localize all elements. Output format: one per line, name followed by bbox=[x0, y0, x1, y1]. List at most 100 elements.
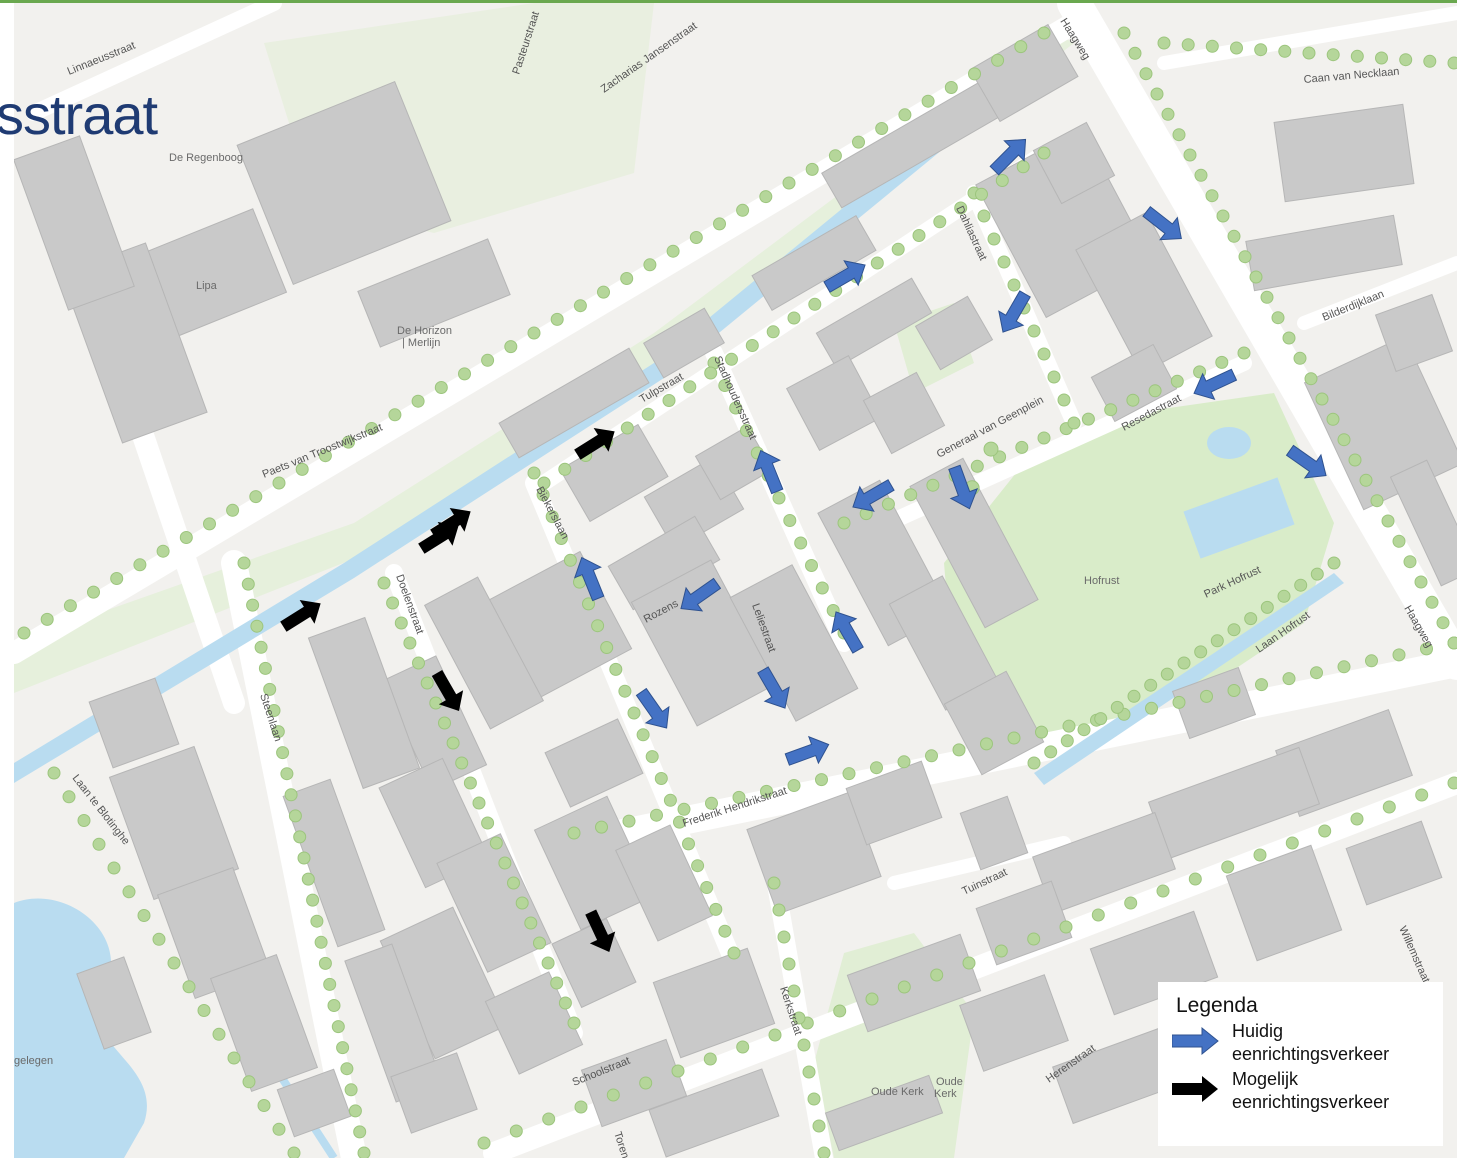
building-block bbox=[209, 954, 319, 1092]
tree-symbol bbox=[1156, 884, 1170, 898]
tree-symbol bbox=[340, 1062, 354, 1076]
building-block bbox=[943, 670, 1045, 776]
arrow-current-oneway bbox=[998, 290, 1031, 333]
tree-symbol bbox=[782, 176, 796, 190]
tree-symbol bbox=[1007, 278, 1021, 292]
tree-symbol bbox=[542, 1112, 556, 1126]
tree-symbol bbox=[1037, 146, 1051, 160]
building-block bbox=[975, 880, 1073, 966]
tree-symbol bbox=[926, 478, 940, 492]
tree-symbol bbox=[1037, 26, 1051, 40]
tree-symbol bbox=[597, 285, 610, 299]
tree-symbol bbox=[1110, 700, 1124, 714]
tree-symbol bbox=[797, 1038, 811, 1052]
tree-symbol bbox=[17, 626, 31, 640]
tree-symbol bbox=[1326, 48, 1340, 62]
map-canvas[interactable]: Linnaeusstraat Pasteurstraat Zacharias J… bbox=[14, 3, 1457, 1158]
place-label-lipa: Lipa bbox=[196, 280, 218, 292]
tree-symbol bbox=[331, 1020, 345, 1034]
tree-symbol bbox=[1210, 634, 1224, 648]
tree-symbol bbox=[1381, 514, 1395, 528]
tree-symbol bbox=[1145, 701, 1158, 715]
tree-symbol bbox=[1260, 290, 1274, 304]
tree-symbol bbox=[745, 339, 759, 352]
place-label-oude-top: Oude bbox=[936, 1076, 963, 1088]
arrow-current-oneway bbox=[948, 464, 979, 510]
tree-symbol bbox=[666, 244, 680, 258]
tree-symbol bbox=[47, 766, 61, 780]
tree-symbol bbox=[1310, 666, 1323, 680]
tree-symbol bbox=[318, 449, 332, 463]
building-block bbox=[648, 1068, 780, 1158]
tree-symbol bbox=[842, 767, 856, 781]
legend-item-possible: Mogelijk eenrichtingsverkeer bbox=[1172, 1068, 1429, 1114]
tree-symbol bbox=[1172, 695, 1186, 709]
building-footprints bbox=[14, 23, 1457, 1158]
tree-symbol bbox=[865, 992, 879, 1006]
road-steenlaan bbox=[221, 550, 367, 1158]
tree-symbol bbox=[1447, 56, 1457, 70]
arrow-current-oneway bbox=[1193, 368, 1238, 401]
tree-symbol bbox=[1127, 689, 1141, 703]
tree-symbol bbox=[1094, 712, 1108, 726]
tree-symbol bbox=[327, 999, 341, 1012]
tree-symbol bbox=[1227, 229, 1241, 243]
tree-symbol bbox=[489, 836, 503, 850]
tree-symbol bbox=[1124, 896, 1138, 910]
tree-symbol bbox=[837, 516, 851, 530]
tree-symbol bbox=[1044, 745, 1058, 759]
slide-top-rule bbox=[0, 0, 1457, 3]
pond-hofrust bbox=[1183, 477, 1295, 559]
street-trees bbox=[17, 26, 1457, 1158]
tree-symbol bbox=[179, 531, 193, 544]
tree-symbol bbox=[713, 217, 726, 231]
tree-symbol bbox=[980, 737, 993, 751]
tree-symbol bbox=[344, 1083, 358, 1097]
legend-label-possible-line1: Mogelijk bbox=[1232, 1069, 1299, 1089]
tree-symbol bbox=[554, 532, 568, 545]
tree-symbol bbox=[1293, 351, 1307, 365]
tree-symbol bbox=[1194, 168, 1208, 182]
tree-symbol bbox=[639, 1076, 653, 1090]
tree-symbol bbox=[700, 881, 714, 894]
legend-title: Legenda bbox=[1176, 994, 1258, 1017]
tree-symbol bbox=[212, 1027, 226, 1041]
tree-symbol bbox=[620, 272, 634, 285]
tree-symbol bbox=[606, 1088, 620, 1102]
tree-symbol bbox=[815, 581, 829, 595]
tree-symbol bbox=[817, 1146, 831, 1158]
tree-symbol bbox=[636, 728, 650, 742]
tree-symbol bbox=[1420, 642, 1433, 656]
tree-symbol bbox=[314, 935, 328, 949]
building-block bbox=[88, 677, 180, 769]
tree-symbol bbox=[897, 755, 911, 769]
tree-symbol bbox=[944, 81, 958, 94]
tree-symbol bbox=[912, 229, 926, 242]
tree-symbol bbox=[463, 776, 477, 790]
place-label-kerk-bottom: Kerk bbox=[934, 1088, 957, 1100]
tree-symbol bbox=[673, 815, 686, 829]
tree-symbol bbox=[1414, 575, 1428, 589]
arrow-current-oneway bbox=[752, 449, 784, 495]
tree-symbol bbox=[420, 676, 434, 690]
tree-symbol bbox=[881, 497, 895, 511]
tree-symbol bbox=[705, 796, 718, 810]
tree-symbol bbox=[458, 367, 471, 381]
tree-symbol bbox=[1062, 719, 1076, 733]
tree-symbol bbox=[783, 514, 797, 527]
tree-symbol bbox=[257, 1099, 271, 1112]
tree-symbol bbox=[925, 749, 938, 763]
tree-symbol bbox=[1447, 776, 1457, 790]
legend-label-possible-line2: eenrichtingsverkeer bbox=[1232, 1092, 1390, 1112]
tree-symbol bbox=[254, 640, 268, 654]
tree-symbol bbox=[1117, 26, 1131, 40]
tree-symbol bbox=[933, 215, 947, 229]
tree-symbol bbox=[403, 636, 417, 650]
tree-symbol bbox=[537, 476, 551, 490]
tree-symbol bbox=[643, 258, 657, 272]
tree-symbol bbox=[787, 311, 801, 325]
tree-symbol bbox=[641, 407, 655, 421]
building-block bbox=[1075, 211, 1213, 375]
building-block bbox=[1090, 343, 1178, 423]
tree-symbol bbox=[1161, 107, 1175, 121]
